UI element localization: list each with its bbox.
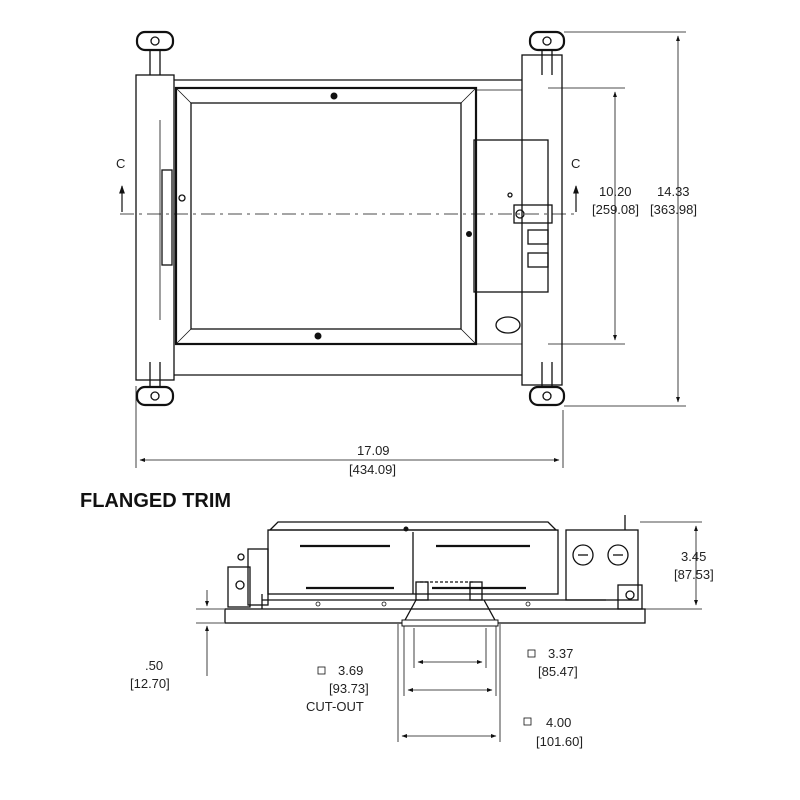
dim-cutout-label: CUT-OUT bbox=[306, 699, 364, 714]
housing-lid bbox=[268, 521, 558, 531]
left-clip-side bbox=[227, 566, 251, 608]
square-symbol bbox=[527, 649, 536, 658]
dim-outer-height-mm: [363.98] bbox=[650, 202, 697, 217]
square-symbol bbox=[523, 717, 532, 726]
junction-box-side bbox=[565, 529, 639, 601]
dim-cutout-in: 3.69 bbox=[338, 663, 363, 678]
trim-outer bbox=[174, 86, 478, 346]
right-rail bbox=[521, 54, 563, 386]
dim-inner-height-mm: [259.08] bbox=[592, 202, 639, 217]
left-bracket bbox=[161, 169, 173, 266]
side-view: 3.45 [87.53] .50 [12.70] 3.37 [85.47] 3.… bbox=[130, 515, 714, 749]
section-heading: FLANGED TRIM bbox=[80, 490, 231, 512]
dim-outer-height-in: 14.33 bbox=[657, 184, 690, 199]
junction-box bbox=[473, 139, 549, 293]
aperture-cone bbox=[402, 599, 498, 623]
dim-flange-mm: [12.70] bbox=[130, 676, 170, 691]
dim-side-height-in: 3.45 bbox=[681, 549, 706, 564]
mounting-clip bbox=[528, 30, 566, 75]
dim-aperture-outer-mm: [101.60] bbox=[536, 734, 583, 749]
dim-cutout-mm: [93.73] bbox=[329, 681, 369, 696]
section-marker-left: C bbox=[116, 156, 125, 171]
dim-aperture-inner-in: 3.37 bbox=[548, 646, 573, 661]
dim-inner-height-in: 10.20 bbox=[599, 184, 632, 199]
square-symbol bbox=[317, 666, 326, 675]
mounting-clip bbox=[135, 30, 175, 75]
trim-inner bbox=[190, 102, 462, 330]
mounting-clip bbox=[528, 362, 566, 407]
left-bracket-side bbox=[247, 548, 269, 606]
left-rail bbox=[135, 74, 175, 381]
dim-aperture-inner-mm: [85.47] bbox=[538, 664, 578, 679]
top-view: C C 10.20 [259.08] 14.33 [363.98] 17.09 … bbox=[116, 30, 697, 477]
dim-width-in: 17.09 bbox=[357, 443, 390, 458]
dim-width-mm: [434.09] bbox=[349, 462, 396, 477]
section-marker-right: C bbox=[571, 156, 580, 171]
right-clip-side bbox=[617, 584, 643, 610]
dim-side-height-mm: [87.53] bbox=[674, 567, 714, 582]
mounting-clip bbox=[135, 362, 175, 407]
dim-flange-in: .50 bbox=[145, 658, 163, 673]
dim-aperture-outer-in: 4.00 bbox=[546, 715, 571, 730]
